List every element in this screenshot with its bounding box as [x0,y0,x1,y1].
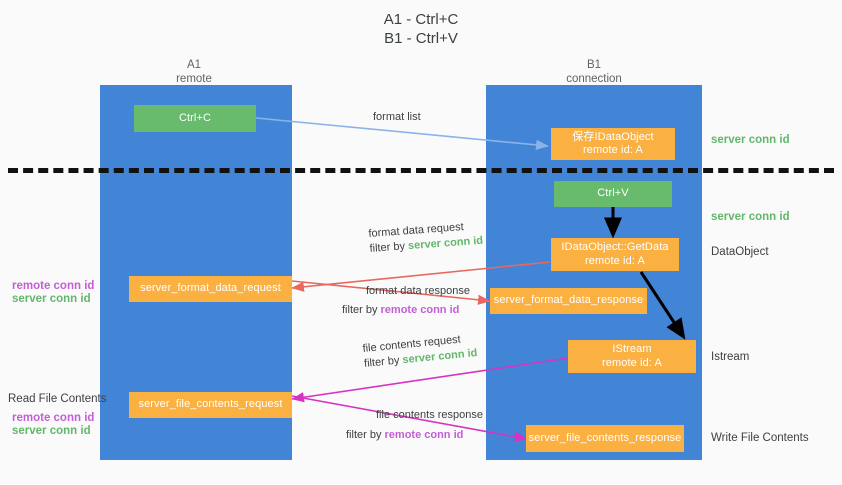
diagram-title: A1 - Ctrl+C B1 - Ctrl+V [0,10,842,48]
box-ctrl-v[interactable]: Ctrl+V [554,181,672,207]
label-server-conn-id-mid: server conn id [711,211,790,223]
box-istream-line2: remote id: A [602,356,662,369]
box-idataobject-top-line2: remote id: A [583,144,643,156]
filter-prefix-1: filter by [369,240,409,255]
lane-a1-sub: remote [176,73,212,85]
lane-b1-name: B1 [586,59,602,71]
label-read-file-contents: Read File Contents [8,393,107,405]
label-server-conn-id-1: server conn id [12,293,91,305]
title-line-2: B1 - Ctrl+V [384,30,458,47]
arrow-label-format-data-response: format data response filter by remote co… [342,284,470,318]
filter-prefix-2: filter by [342,304,381,316]
label-server-conn-id-2: server conn id [12,425,91,437]
box-server-format-data-response[interactable]: server_format_data_response [490,288,647,314]
box-istream-line1: IStream [612,343,652,355]
box-idataobject-getdata[interactable]: IDataObject::GetData remote id: A [551,238,679,271]
box-idataobject-top[interactable]: 保存IDataObject remote id: A [551,128,675,160]
arrow-label-file-contents-response-filter: filter by remote conn id [346,428,483,443]
box-ctrl-v-label: Ctrl+V [597,187,629,200]
lane-header-a1: A1 remote [124,58,264,86]
box-server-format-data-response-label: server_format_data_response [493,294,644,307]
label-remote-conn-id-2: remote conn id [12,412,95,424]
box-ctrl-c-label: Ctrl+C [178,111,212,124]
filter-prefix-4: filter by [346,429,385,441]
box-server-file-contents-request[interactable]: server_file_contents_request [129,392,292,418]
filter-value-2: remote conn id [380,304,460,316]
box-idataobject-top-line1: 保存IDataObject [572,130,654,143]
box-idataobject-getdata-line1: IDataObject::GetData [561,241,669,253]
arrow-label-format-data-request: format data request filter by server con… [368,219,484,257]
lane-b1-sub: connection [566,73,622,85]
arrow-label-file-contents-response-text: file contents response [376,409,484,421]
filter-value-1: server conn id [407,234,484,253]
box-server-format-data-request[interactable]: server_format_data_request [129,276,292,302]
box-istream[interactable]: IStream remote id: A [568,340,696,373]
title-line-1: A1 - Ctrl+C [383,11,459,28]
arrow-label-file-contents-request: file contents request filter by server c… [362,331,478,372]
filter-value-4: remote conn id [384,429,464,441]
label-istream: Istream [711,351,750,363]
box-server-format-data-request-label: server_format_data_request [140,282,281,295]
arrow-label-format-data-response-filter: filter by remote conn id [342,303,470,318]
phase-divider [8,168,834,173]
label-remote-conn-id-1: remote conn id [12,280,95,292]
box-idataobject-getdata-line2: remote id: A [585,254,645,267]
label-server-conn-id-top: server conn id [711,134,790,146]
label-dataobject: DataObject [711,246,769,258]
arrow-label-format-list: format list [373,110,421,125]
box-server-file-contents-response[interactable]: server_file_contents_response [526,425,684,452]
filter-prefix-3: filter by [363,354,404,370]
box-ctrl-c[interactable]: Ctrl+C [134,105,256,132]
lane-header-b1: B1 connection [524,58,664,86]
box-server-file-contents-response-label: server_file_contents_response [528,431,682,444]
box-server-file-contents-request-label: server_file_contents_request [138,398,283,411]
arrow-label-format-list-text: format list [373,111,421,123]
label-write-file-contents: Write File Contents [711,432,809,444]
arrow-label-format-data-response-text: format data response [366,285,470,297]
lane-a1-name: A1 [186,59,202,71]
arrow-label-file-contents-response: file contents response filter by remote … [346,408,484,443]
